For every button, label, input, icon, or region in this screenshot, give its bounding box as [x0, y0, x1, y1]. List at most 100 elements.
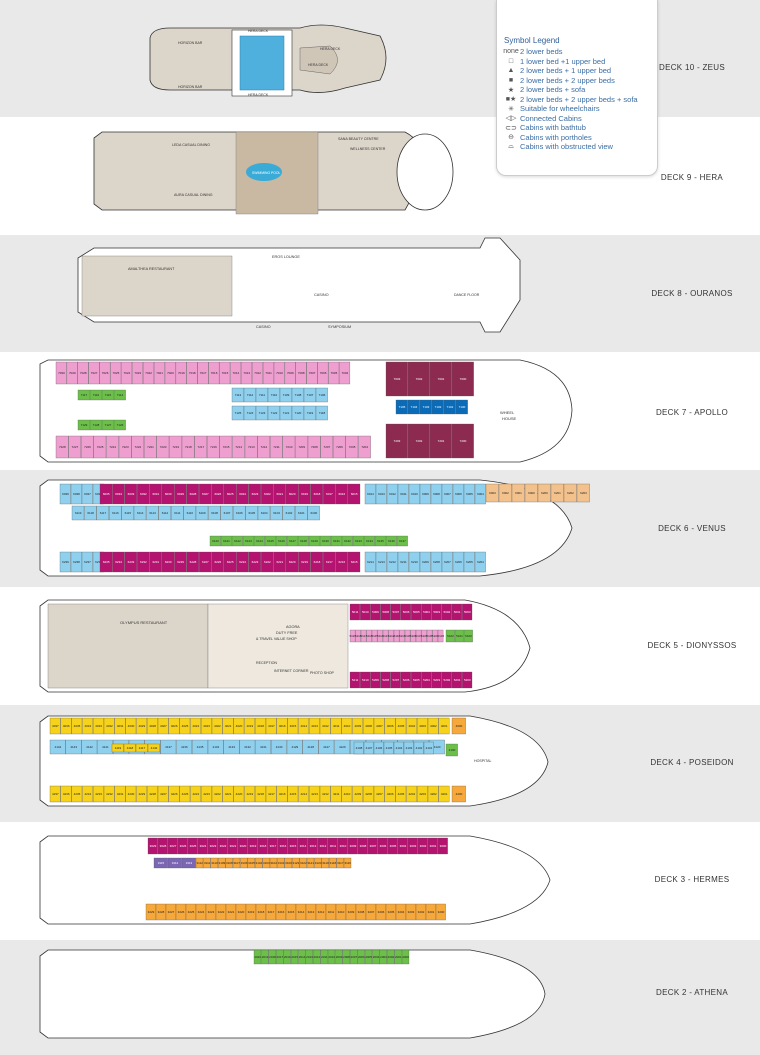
cabin-number: 7006 [320, 371, 327, 375]
cabin-number: 6234 [115, 560, 122, 564]
cabin-5206: 5206 [400, 671, 411, 689]
cabin-6130: 6130 [319, 535, 331, 547]
cabin-7008: 7008 [295, 361, 307, 385]
cabin-3004: 3004 [397, 837, 408, 855]
cabin-number: 3000 [440, 844, 447, 848]
cabin-2004: 2004 [372, 949, 380, 965]
cabin-4005: 4005 [395, 717, 407, 735]
svg-text:SYMPOSIUM: SYMPOSIUM [328, 325, 351, 329]
cabin-number: 7110 [271, 393, 278, 397]
cabin-number: 3115 [158, 861, 165, 865]
cabin-number: 4142 [86, 745, 93, 749]
cabin-number: 4203 [419, 792, 426, 796]
cabin-6012: 6012 [386, 483, 398, 505]
cabin-number: 6014 [367, 492, 374, 496]
cabin-4107: 4107 [363, 741, 374, 755]
cabin-6032: 6032 [137, 483, 150, 505]
svg-text:SWIMMING POOL: SWIMMING POOL [252, 171, 281, 175]
cabin-3013: 3013 [307, 837, 318, 855]
deck-9-plan: LEDA CASUAL DINING AURA CASUAL DINING SW… [93, 131, 454, 215]
cabin-number: 7027 [91, 371, 98, 375]
cabin-6230: 6230 [161, 551, 175, 573]
cabin-4210: 4210 [341, 785, 353, 803]
cabin-6234: 6234 [112, 551, 125, 573]
cabin-2010: 2010 [327, 949, 335, 965]
cabin-4202: 4202 [427, 785, 439, 803]
cabin-number: 6110 [187, 511, 194, 515]
cabin-2009: 2009 [335, 949, 343, 965]
cabin-number: 6223 [252, 560, 259, 564]
svg-text:CASINO: CASINO [256, 325, 271, 329]
cabin-6122: 6122 [231, 535, 243, 547]
cabin-number: 4202 [430, 792, 437, 796]
cabin-number: 7215 [223, 445, 230, 449]
cabin-6034: 6034 [112, 483, 125, 505]
cabin-number: 4001 [441, 724, 448, 728]
cabin-number: 7014 [233, 371, 240, 375]
cabin-number: 3202 [418, 910, 425, 914]
cabin-number: 3113 [186, 861, 193, 865]
cabin-number: 3207 [368, 910, 375, 914]
cabin-number: 6205 [466, 560, 473, 564]
cabin-number: 4133 [228, 745, 235, 749]
cabin-4135: 4135 [192, 739, 208, 755]
cabin-6107: 6107 [220, 505, 233, 521]
cabin-6203: 6203 [576, 483, 590, 503]
cabin-6119: 6119 [71, 505, 85, 521]
cabin-3217: 3217 [265, 903, 276, 921]
cabin-6239: 6239 [59, 551, 71, 573]
cabin-number: 7021 [156, 371, 163, 375]
cabin-5117: 5117 [361, 629, 367, 643]
cabin-number: 7210 [286, 445, 293, 449]
cabin-number: 2004 [373, 955, 380, 959]
cabin-number: 4213 [311, 792, 318, 796]
cabin-number: 4120 [434, 745, 441, 749]
cabin-4105: 4105 [383, 741, 394, 755]
cabin-6006: 6006 [452, 483, 464, 505]
cabin-number: 4132 [244, 745, 251, 749]
cabin-number: 7209 [298, 445, 305, 449]
cabin-number: 3117 [337, 861, 344, 865]
cabin-7204: 7204 [358, 435, 371, 459]
cabin-4118: 4118 [123, 743, 136, 753]
cabin-number: 7111 [259, 393, 266, 397]
cabin-number: 4226 [171, 792, 178, 796]
cabin-number: 5002 [444, 610, 451, 614]
cabin-3202: 3202 [415, 903, 426, 921]
cabin-3010: 3010 [337, 837, 348, 855]
cabin-5207: 5207 [390, 671, 401, 689]
cabin-number: 6204 [477, 560, 484, 564]
cabin-number: 5118 [355, 634, 362, 638]
cabin-7014: 7014 [230, 361, 242, 385]
cabin-number: 4030 [128, 724, 135, 728]
cabin-number: 6127 [289, 539, 296, 543]
cabin-number: 6227 [202, 560, 209, 564]
cabin-7027: 7027 [88, 361, 100, 385]
legend-label: 2 lower beds + sofa [520, 85, 586, 95]
cabin-7221: 7221 [144, 435, 157, 459]
legend-item: ✳Suitable for wheelchairs [497, 104, 657, 114]
cabin-5105: 5105 [426, 629, 433, 643]
cabin-number: 6125 [267, 539, 274, 543]
cabin-number: 7223 [122, 445, 129, 449]
cabin-number: 2011 [321, 955, 328, 959]
svg-text:INTERNET CORNER: INTERNET CORNER [274, 669, 309, 673]
svg-text:HERA DECK: HERA DECK [248, 93, 269, 97]
cabin-number: 7012 [254, 371, 261, 375]
cabin-5110: 5110 [399, 629, 406, 643]
cabin-number: 7224 [109, 445, 116, 449]
cabin-number: 5105 [426, 634, 433, 638]
cabin-number: 6214 [367, 560, 374, 564]
cabin-4132: 4132 [239, 739, 256, 755]
cabin-3200: 3200 [435, 903, 446, 921]
cabin-number: 4004 [408, 724, 415, 728]
cabin-7210: 7210 [282, 435, 296, 459]
cabin-number: 7123 [259, 411, 266, 415]
cabin-number: 4101 [426, 746, 433, 750]
cabin-number: 7122 [271, 411, 278, 415]
cabin-number: 7026 [102, 371, 109, 375]
cabin-number: 3101 [278, 861, 285, 865]
cabin-4214: 4214 [298, 785, 309, 803]
cabin-4013: 4013 [309, 717, 320, 735]
